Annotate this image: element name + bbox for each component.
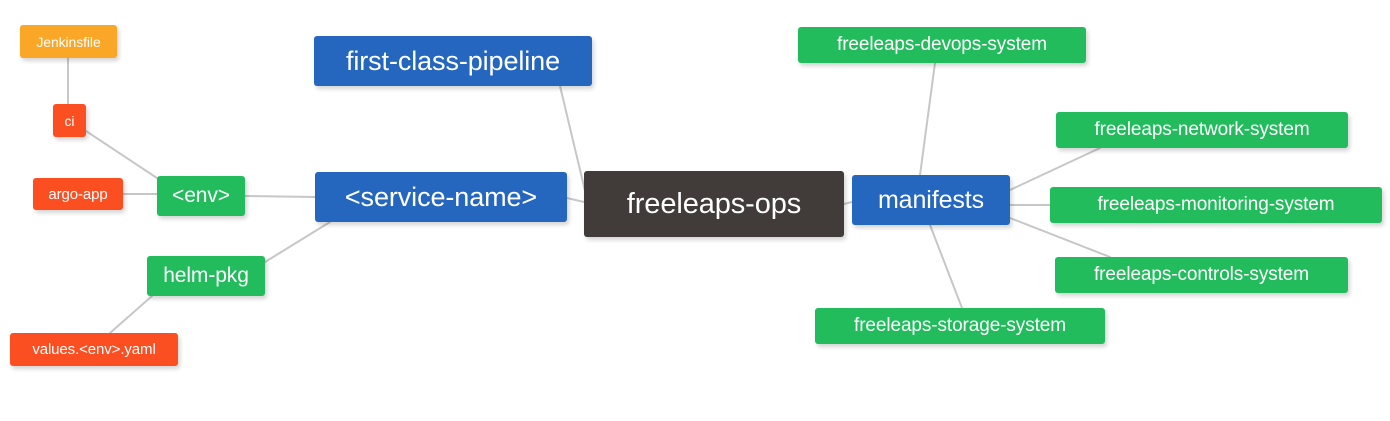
node-service[interactable]: <service-name> <box>315 172 567 222</box>
edge-manifests-to-network <box>1009 147 1101 191</box>
node-env[interactable]: <env> <box>157 176 245 216</box>
edge-service-to-helm <box>264 221 331 263</box>
edge-manifests-to-controls <box>1009 217 1111 258</box>
node-label: argo-app <box>48 185 108 203</box>
node-label: ci <box>64 112 75 129</box>
node-label: freeleaps-network-system <box>1094 119 1310 140</box>
node-label: <service-name> <box>344 181 538 212</box>
node-label: freeleaps-storage-system <box>854 315 1066 336</box>
node-label: helm-pkg <box>163 264 249 287</box>
edge-helm-to-valuesyaml <box>109 295 153 334</box>
node-jenkinsfile[interactable]: Jenkinsfile <box>20 25 117 58</box>
node-label: freeleaps-ops <box>626 187 802 220</box>
node-controls[interactable]: freeleaps-controls-system <box>1055 257 1348 293</box>
edge-root-to-service <box>566 197 585 203</box>
node-label: freeleaps-devops-system <box>837 34 1047 55</box>
edge-env-to-ci <box>85 130 161 181</box>
node-manifests[interactable]: manifests <box>852 175 1010 225</box>
node-devops[interactable]: freeleaps-devops-system <box>798 27 1086 63</box>
edge-manifests-to-storage <box>929 224 963 309</box>
node-ci[interactable]: ci <box>53 104 86 137</box>
node-monitoring[interactable]: freeleaps-monitoring-system <box>1050 187 1382 223</box>
edge-root-to-manifests <box>843 201 853 205</box>
node-label: first-class-pipeline <box>345 45 561 76</box>
edge-root-to-pipeline <box>559 85 587 196</box>
node-network[interactable]: freeleaps-network-system <box>1056 112 1348 148</box>
edge-manifests-to-devops <box>919 62 936 176</box>
node-label: freeleaps-controls-system <box>1093 264 1310 285</box>
node-pipeline[interactable]: first-class-pipeline <box>314 36 592 86</box>
edge-service-to-env <box>244 195 316 198</box>
node-label: values.<env>.yaml <box>32 341 156 358</box>
node-helm[interactable]: helm-pkg <box>147 256 265 296</box>
node-label: <env> <box>172 184 230 207</box>
node-valuesyaml[interactable]: values.<env>.yaml <box>10 333 178 366</box>
node-root[interactable]: freeleaps-ops <box>584 171 844 237</box>
node-storage[interactable]: freeleaps-storage-system <box>815 308 1105 344</box>
node-label: manifests <box>877 185 985 214</box>
node-argoapp[interactable]: argo-app <box>33 178 123 210</box>
node-label: Jenkinsfile <box>36 33 101 50</box>
node-label: freeleaps-monitoring-system <box>1097 194 1335 215</box>
